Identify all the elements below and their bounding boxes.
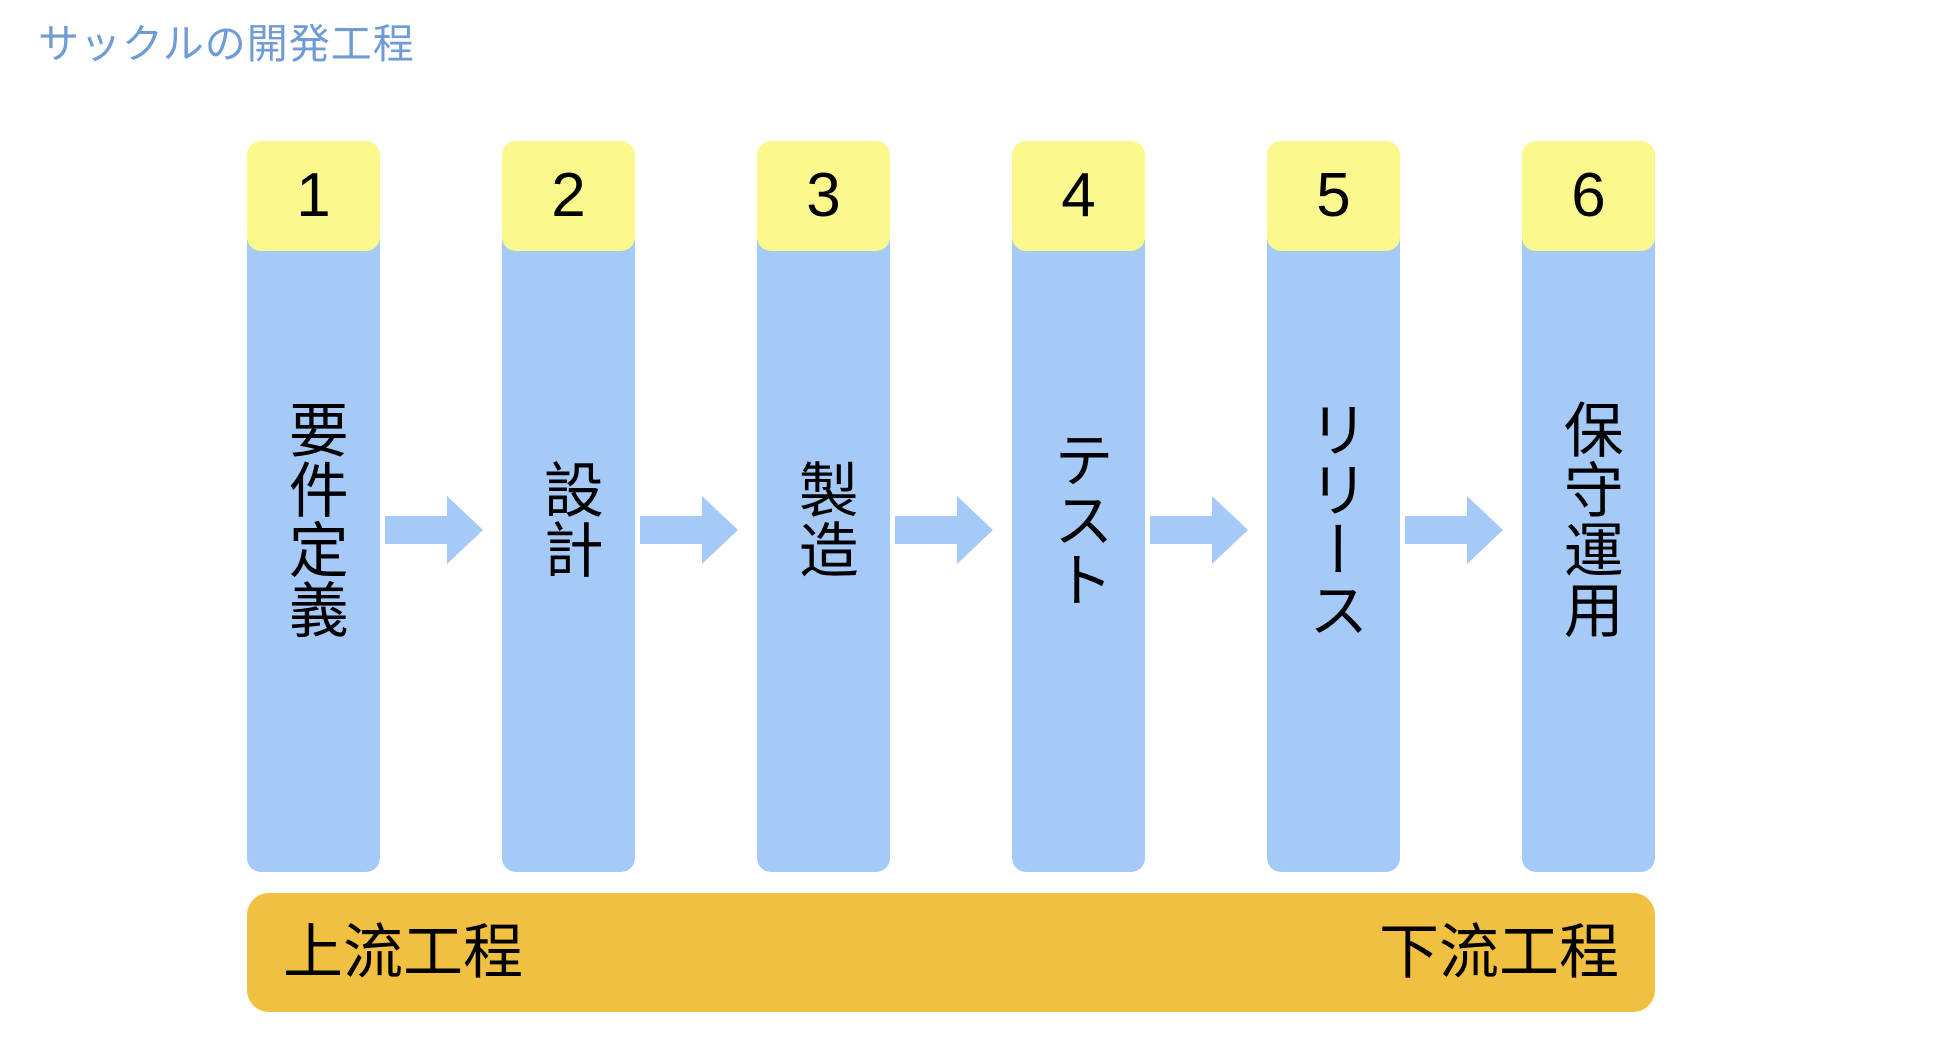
page-title: サックルの開発工程	[38, 21, 415, 67]
stage-number-4: 4	[1061, 161, 1096, 230]
phase-label-downstream: 下流工程	[1379, 918, 1619, 986]
stage-header-5: 5	[1267, 141, 1400, 251]
stage-label-2: 設計	[535, 458, 603, 579]
stage-header-2: 2	[502, 141, 635, 251]
stage-number-6: 6	[1571, 161, 1606, 230]
stage-body-6	[1522, 165, 1655, 872]
stage-column-2[interactable]: 設計 2	[502, 141, 635, 872]
arrow-3-to-4	[895, 496, 993, 564]
stage-column-5[interactable]: リリース 5	[1267, 141, 1400, 872]
stage-body-3	[757, 165, 890, 872]
phase-label-upstream: 上流工程	[283, 918, 523, 986]
stage-label-6: 保守運用	[1555, 398, 1623, 639]
stage-body-5	[1267, 165, 1400, 872]
phase-band: 上流工程 下流工程	[247, 893, 1655, 1012]
stage-label-5: リリース	[1300, 398, 1368, 639]
stage-label-4: テスト	[1045, 428, 1113, 609]
stage-header-4: 4	[1012, 141, 1145, 251]
stage-number-3: 3	[806, 161, 841, 230]
arrow-5-to-6	[1405, 496, 1503, 564]
stage-number-2: 2	[551, 161, 586, 230]
stage-header-3: 3	[757, 141, 890, 251]
arrow-2-to-3	[640, 496, 738, 564]
stage-column-4[interactable]: テスト 4	[1012, 141, 1145, 872]
stage-column-6[interactable]: 保守運用 6	[1522, 141, 1655, 872]
stage-header-6: 6	[1522, 141, 1655, 251]
stage-number-5: 5	[1316, 161, 1351, 230]
stage-number-1: 1	[296, 161, 331, 230]
arrow-1-to-2	[385, 496, 483, 564]
stage-body-1	[247, 165, 380, 872]
stage-label-1: 要件定義	[280, 398, 348, 639]
stage-header-1: 1	[247, 141, 380, 251]
stage-label-3: 製造	[790, 458, 858, 579]
stage-column-3[interactable]: 製造 3	[757, 141, 890, 872]
stage-body-4	[1012, 165, 1145, 872]
stage-body-2	[502, 165, 635, 872]
arrow-4-to-5	[1150, 496, 1248, 564]
stage-column-1[interactable]: 要件定義 1	[247, 141, 380, 872]
